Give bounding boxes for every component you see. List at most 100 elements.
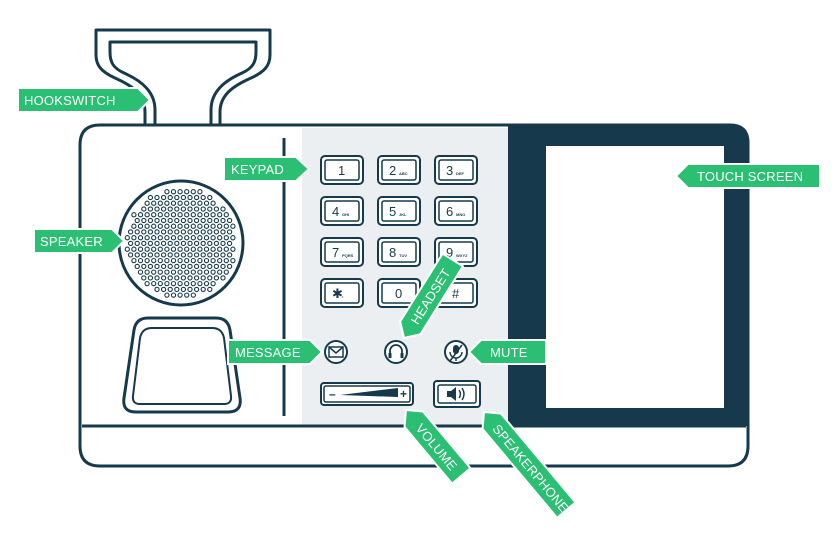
speaker-hole <box>203 223 210 229</box>
label-mute-text: MUTE <box>490 345 528 360</box>
speaker-hole <box>137 269 144 275</box>
speaker-hole <box>193 275 200 281</box>
speaker-hole <box>223 223 229 229</box>
speaker-hole <box>131 235 137 241</box>
keypad-key-number: 3 <box>446 163 453 178</box>
speaker-hole <box>193 240 200 247</box>
speaker-hole <box>180 206 187 212</box>
speaker-hole <box>137 246 144 252</box>
keypad-key-number: 2 <box>389 163 396 178</box>
speaker-hole <box>230 223 236 229</box>
speaker-hole <box>207 252 213 258</box>
speaker-hole <box>174 240 180 247</box>
speaker-hole <box>200 286 206 293</box>
speaker-hole <box>141 275 147 281</box>
speaker-hole <box>154 240 160 247</box>
speaker-hole <box>180 286 187 293</box>
message-button[interactable] <box>324 340 348 364</box>
speaker-hole <box>187 194 193 201</box>
speaker-hole <box>137 223 144 229</box>
speaker-hole <box>170 246 177 252</box>
speaker-hole <box>144 235 150 241</box>
label-touch-screen: TOUCH SCREEN <box>674 163 821 189</box>
speaker-hole <box>131 246 137 252</box>
speaker-hole <box>207 229 213 235</box>
volume-minus: – <box>329 387 336 401</box>
speaker-hole <box>213 229 220 235</box>
speaker-hole <box>223 246 229 252</box>
speaker-hole <box>157 280 163 287</box>
speaker-hole <box>127 229 134 235</box>
label-speaker-text: SPEAKER <box>40 234 103 249</box>
speaker-hole <box>170 189 177 195</box>
speaker-hole <box>200 229 206 235</box>
speaker-hole <box>160 229 167 235</box>
speaker-hole <box>144 212 150 218</box>
label-hookswitch: HOOKSWITCH <box>17 87 152 113</box>
label-message: MESSAGE <box>227 339 324 365</box>
mute-button[interactable] <box>444 340 468 364</box>
keypad-key[interactable]: 1 <box>320 155 364 185</box>
speaker-hole <box>180 240 187 247</box>
speaker-hole <box>220 240 226 247</box>
speaker-hole <box>147 240 154 247</box>
speaker-hole <box>167 206 173 212</box>
speaker-hole <box>187 286 193 293</box>
keypad-key-letters: • <box>342 294 344 299</box>
speaker-hole <box>217 246 223 252</box>
speaker-hole <box>190 189 196 195</box>
speaker-hole <box>203 235 210 241</box>
speaker-hole <box>144 223 150 229</box>
speaker-hole <box>174 194 180 201</box>
speaker-hole <box>193 194 200 201</box>
speaker-hole <box>174 229 180 235</box>
speaker-hole <box>184 292 190 298</box>
touch-screen[interactable] <box>546 146 724 408</box>
speaker-hole <box>177 200 183 206</box>
speaker-hole <box>207 240 213 247</box>
speaker-hole <box>210 269 216 275</box>
speaker-hole <box>207 275 213 281</box>
label-keypad: KEYPAD <box>223 156 311 182</box>
speakerphone-button[interactable] <box>433 380 481 408</box>
speaker-hole <box>223 212 229 218</box>
speaker-hole <box>170 257 177 264</box>
speaker-hole <box>217 257 223 264</box>
headset-button[interactable] <box>384 340 408 364</box>
speaker-hole <box>207 194 213 201</box>
speaker-hole <box>160 217 167 224</box>
speaker-hole <box>147 229 154 235</box>
speaker-hole <box>210 212 216 218</box>
speaker-hole <box>190 269 196 275</box>
speaker-hole <box>141 217 147 224</box>
speaker-hole <box>174 217 180 224</box>
label-mute: MUTE <box>467 339 547 365</box>
speaker-hole <box>177 292 183 298</box>
speaker-hole <box>184 200 190 206</box>
keypad-key[interactable]: ✱• <box>320 278 364 308</box>
volume-slider[interactable]: – + <box>320 382 414 406</box>
speaker-hole <box>200 263 206 270</box>
label-hookswitch-text: HOOKSWITCH <box>24 93 116 108</box>
speaker-hole <box>197 223 203 229</box>
label-message-text: MESSAGE <box>235 345 301 360</box>
handset-rest-inner <box>131 327 233 405</box>
speaker-hole <box>177 235 183 241</box>
speaker-hole <box>197 235 203 241</box>
speaker-hole <box>210 200 216 206</box>
speaker-hole <box>147 275 154 281</box>
speaker-hole <box>151 269 157 275</box>
label-keypad-text: KEYPAD <box>231 162 284 177</box>
speaker-hole <box>174 286 180 293</box>
speaker-hole <box>151 200 157 206</box>
speaker-hole <box>210 280 216 287</box>
speaker-hole <box>217 269 223 275</box>
